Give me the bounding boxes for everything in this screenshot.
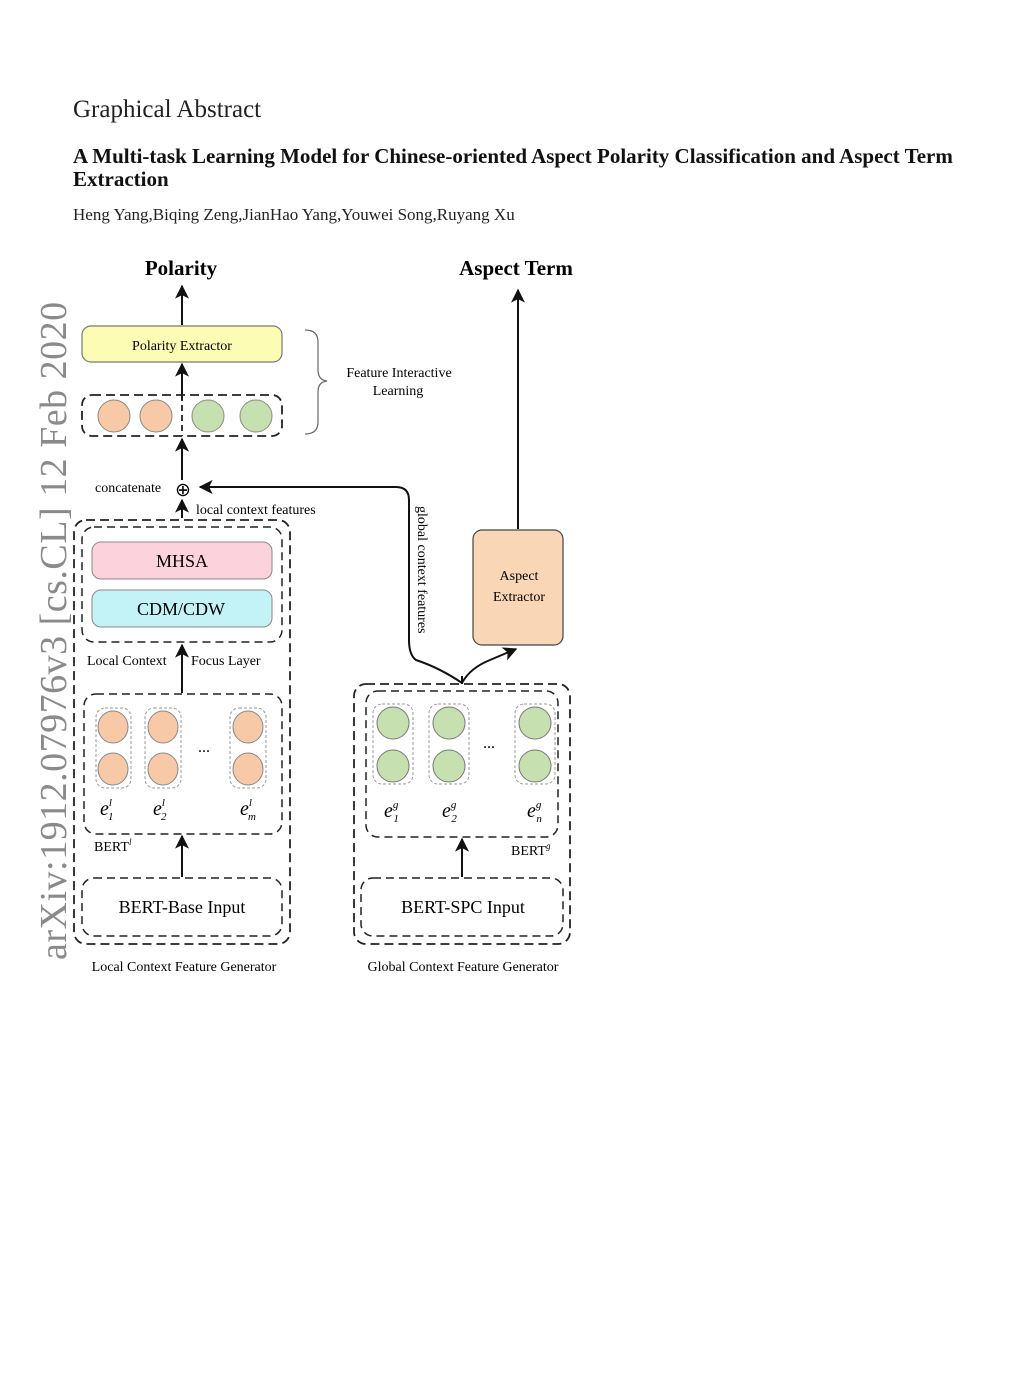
feature-learning-brace (304, 329, 328, 435)
aspect-extractor-label-line1: Aspect (500, 569, 539, 584)
section-heading: Graphical Abstract (73, 96, 262, 123)
global-embedding-column (372, 703, 414, 785)
polarity-output-label: Polarity (145, 256, 218, 280)
paper-title: A Multi-task Learning Model for Chinese-… (73, 144, 953, 191)
global-context-features-label: global context features (414, 506, 429, 634)
local-embedding-node (97, 752, 129, 786)
local-embedding-node (232, 752, 264, 786)
global-embedding-ellipsis: ... (483, 735, 495, 752)
concatenate-operator-icon: ⊕ (175, 480, 191, 501)
local-embedding-node (97, 710, 129, 744)
mhsa-box (91, 541, 273, 580)
global-embedding-node (376, 706, 410, 740)
bert-base-input-box (81, 877, 283, 937)
bert-local-block (83, 693, 283, 835)
author-list: Heng Yang,Biqing Zeng,JianHao Yang,Youwe… (73, 205, 515, 224)
polarity-extractor-box (81, 325, 283, 363)
global-feature-node (191, 399, 225, 433)
local-context-features-label: local context features (196, 503, 316, 518)
global-context-generator-container (353, 683, 571, 945)
local-context-generator-container (73, 519, 291, 945)
global-embedding-column (428, 703, 470, 785)
feature-interactive-label-line1: Feature Interactive (346, 366, 451, 381)
local-feature-node (97, 399, 131, 433)
local-embedding-node (232, 710, 264, 744)
lcf-layer-label-right: Focus Layer (191, 654, 261, 669)
bert-global-label: BERTg (511, 841, 551, 859)
polarity-extractor-label: Polarity Extractor (132, 339, 232, 354)
aspect-extractor-label-line2: Extractor (493, 590, 545, 605)
global-embedding-node (518, 749, 552, 783)
global-embedding-node (518, 706, 552, 740)
local-context-focus-layer (81, 526, 283, 643)
bert-global-block (365, 690, 559, 838)
global-embedding-column (514, 703, 556, 785)
global-embedding-node (376, 749, 410, 783)
global-feature-node (239, 399, 273, 433)
local-embedding-node (147, 710, 179, 744)
local-embedding-column (229, 707, 267, 789)
global-context-features-arrow (198, 480, 463, 684)
local-feature-node (139, 399, 173, 433)
lcf-layer-label-left: Local Context (87, 654, 167, 669)
bert-spc-input-box (360, 877, 564, 937)
cdm-cdw-box (91, 589, 273, 628)
local-embedding-column (144, 707, 182, 789)
aspect-term-output-label: Aspect Term (459, 256, 573, 280)
mhsa-label: MHSA (156, 551, 208, 571)
global-generator-caption: Global Context Feature Generator (368, 960, 559, 975)
global-embedding-node (432, 706, 466, 740)
architecture-diagram: Polarity Aspect Term Polarity Extractor … (73, 256, 573, 975)
bert-base-input-label: BERT-Base Input (119, 897, 246, 917)
local-embedding-column (95, 707, 132, 789)
concatenate-label: concatenate (95, 481, 161, 496)
feature-interactive-label-line2: Learning (373, 384, 424, 399)
local-generator-caption: Local Context Feature Generator (92, 960, 277, 975)
bert-spc-input-label: BERT-SPC Input (401, 897, 525, 917)
to-aspect-extractor-arrow (461, 647, 518, 684)
local-embedding-ellipsis: ... (198, 739, 210, 756)
bert-local-label: BERTl (94, 837, 132, 855)
global-embedding-node (432, 749, 466, 783)
local-embedding-node (147, 752, 179, 786)
aspect-extractor-box (472, 529, 564, 646)
cdm-cdw-label: CDM/CDW (137, 599, 225, 619)
